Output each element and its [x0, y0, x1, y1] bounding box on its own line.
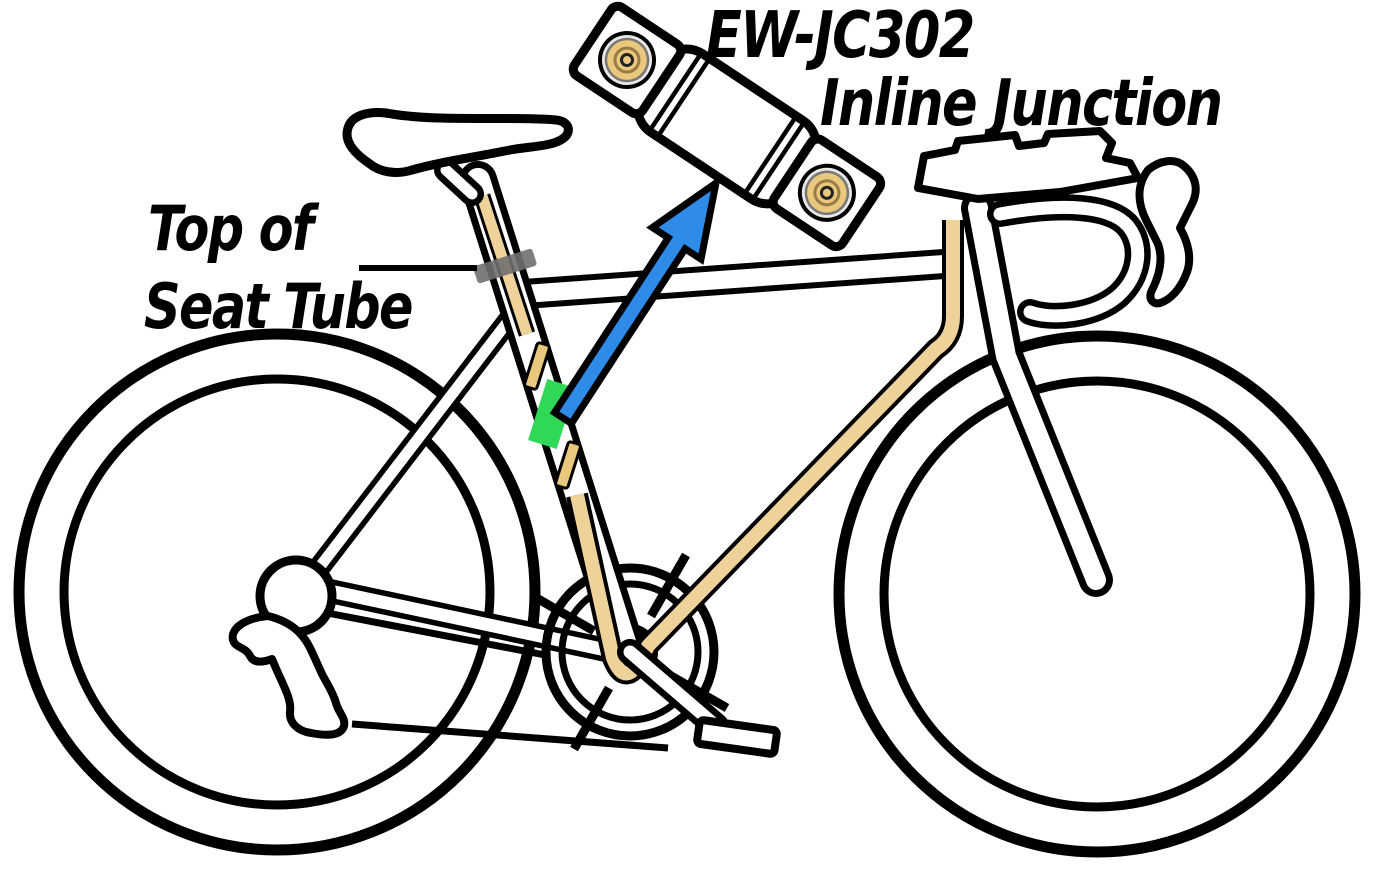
saddle: [342, 108, 573, 177]
rear-tire: [13, 328, 541, 856]
rear-rim: [59, 374, 495, 810]
handlebar: [914, 127, 1200, 329]
inline-junction-device: [568, 1, 886, 252]
pedal: [693, 716, 781, 758]
seat-tube-label-line2: Seat Tube: [144, 270, 413, 343]
front-rim: [879, 376, 1315, 812]
junction-port-right: [797, 163, 856, 222]
front-wheel: [833, 330, 1361, 858]
brake-lever: [1135, 157, 1200, 308]
wire-connector-lower: [554, 440, 582, 490]
front-tire: [833, 330, 1361, 858]
drop-bar-fill: [993, 200, 1145, 323]
chain-stay: [304, 576, 618, 662]
seat-tube-label-line1: Top of: [148, 192, 314, 265]
chainring-outer: [541, 563, 719, 741]
junction-port-left: [598, 30, 656, 89]
wire-connector-upper: [523, 341, 551, 391]
rear-wheel: [13, 328, 541, 856]
junction-body-ridges: [649, 54, 805, 199]
arrow-to-junction: [549, 175, 722, 429]
fork: [961, 191, 1113, 597]
top-tube: [508, 248, 960, 310]
seat-post-neck: [434, 158, 484, 206]
rear-derailleur: [228, 612, 349, 739]
seat-stay: [291, 279, 543, 601]
stem: [914, 127, 1142, 203]
junction-type-label: Inline Junction: [820, 67, 1223, 141]
crank-arm: [617, 639, 729, 739]
chain: [321, 608, 669, 752]
seat-tube-clamp: [473, 248, 537, 284]
chainring-inner: [558, 580, 702, 724]
junction-model-label: EW-JC302: [706, 0, 975, 73]
